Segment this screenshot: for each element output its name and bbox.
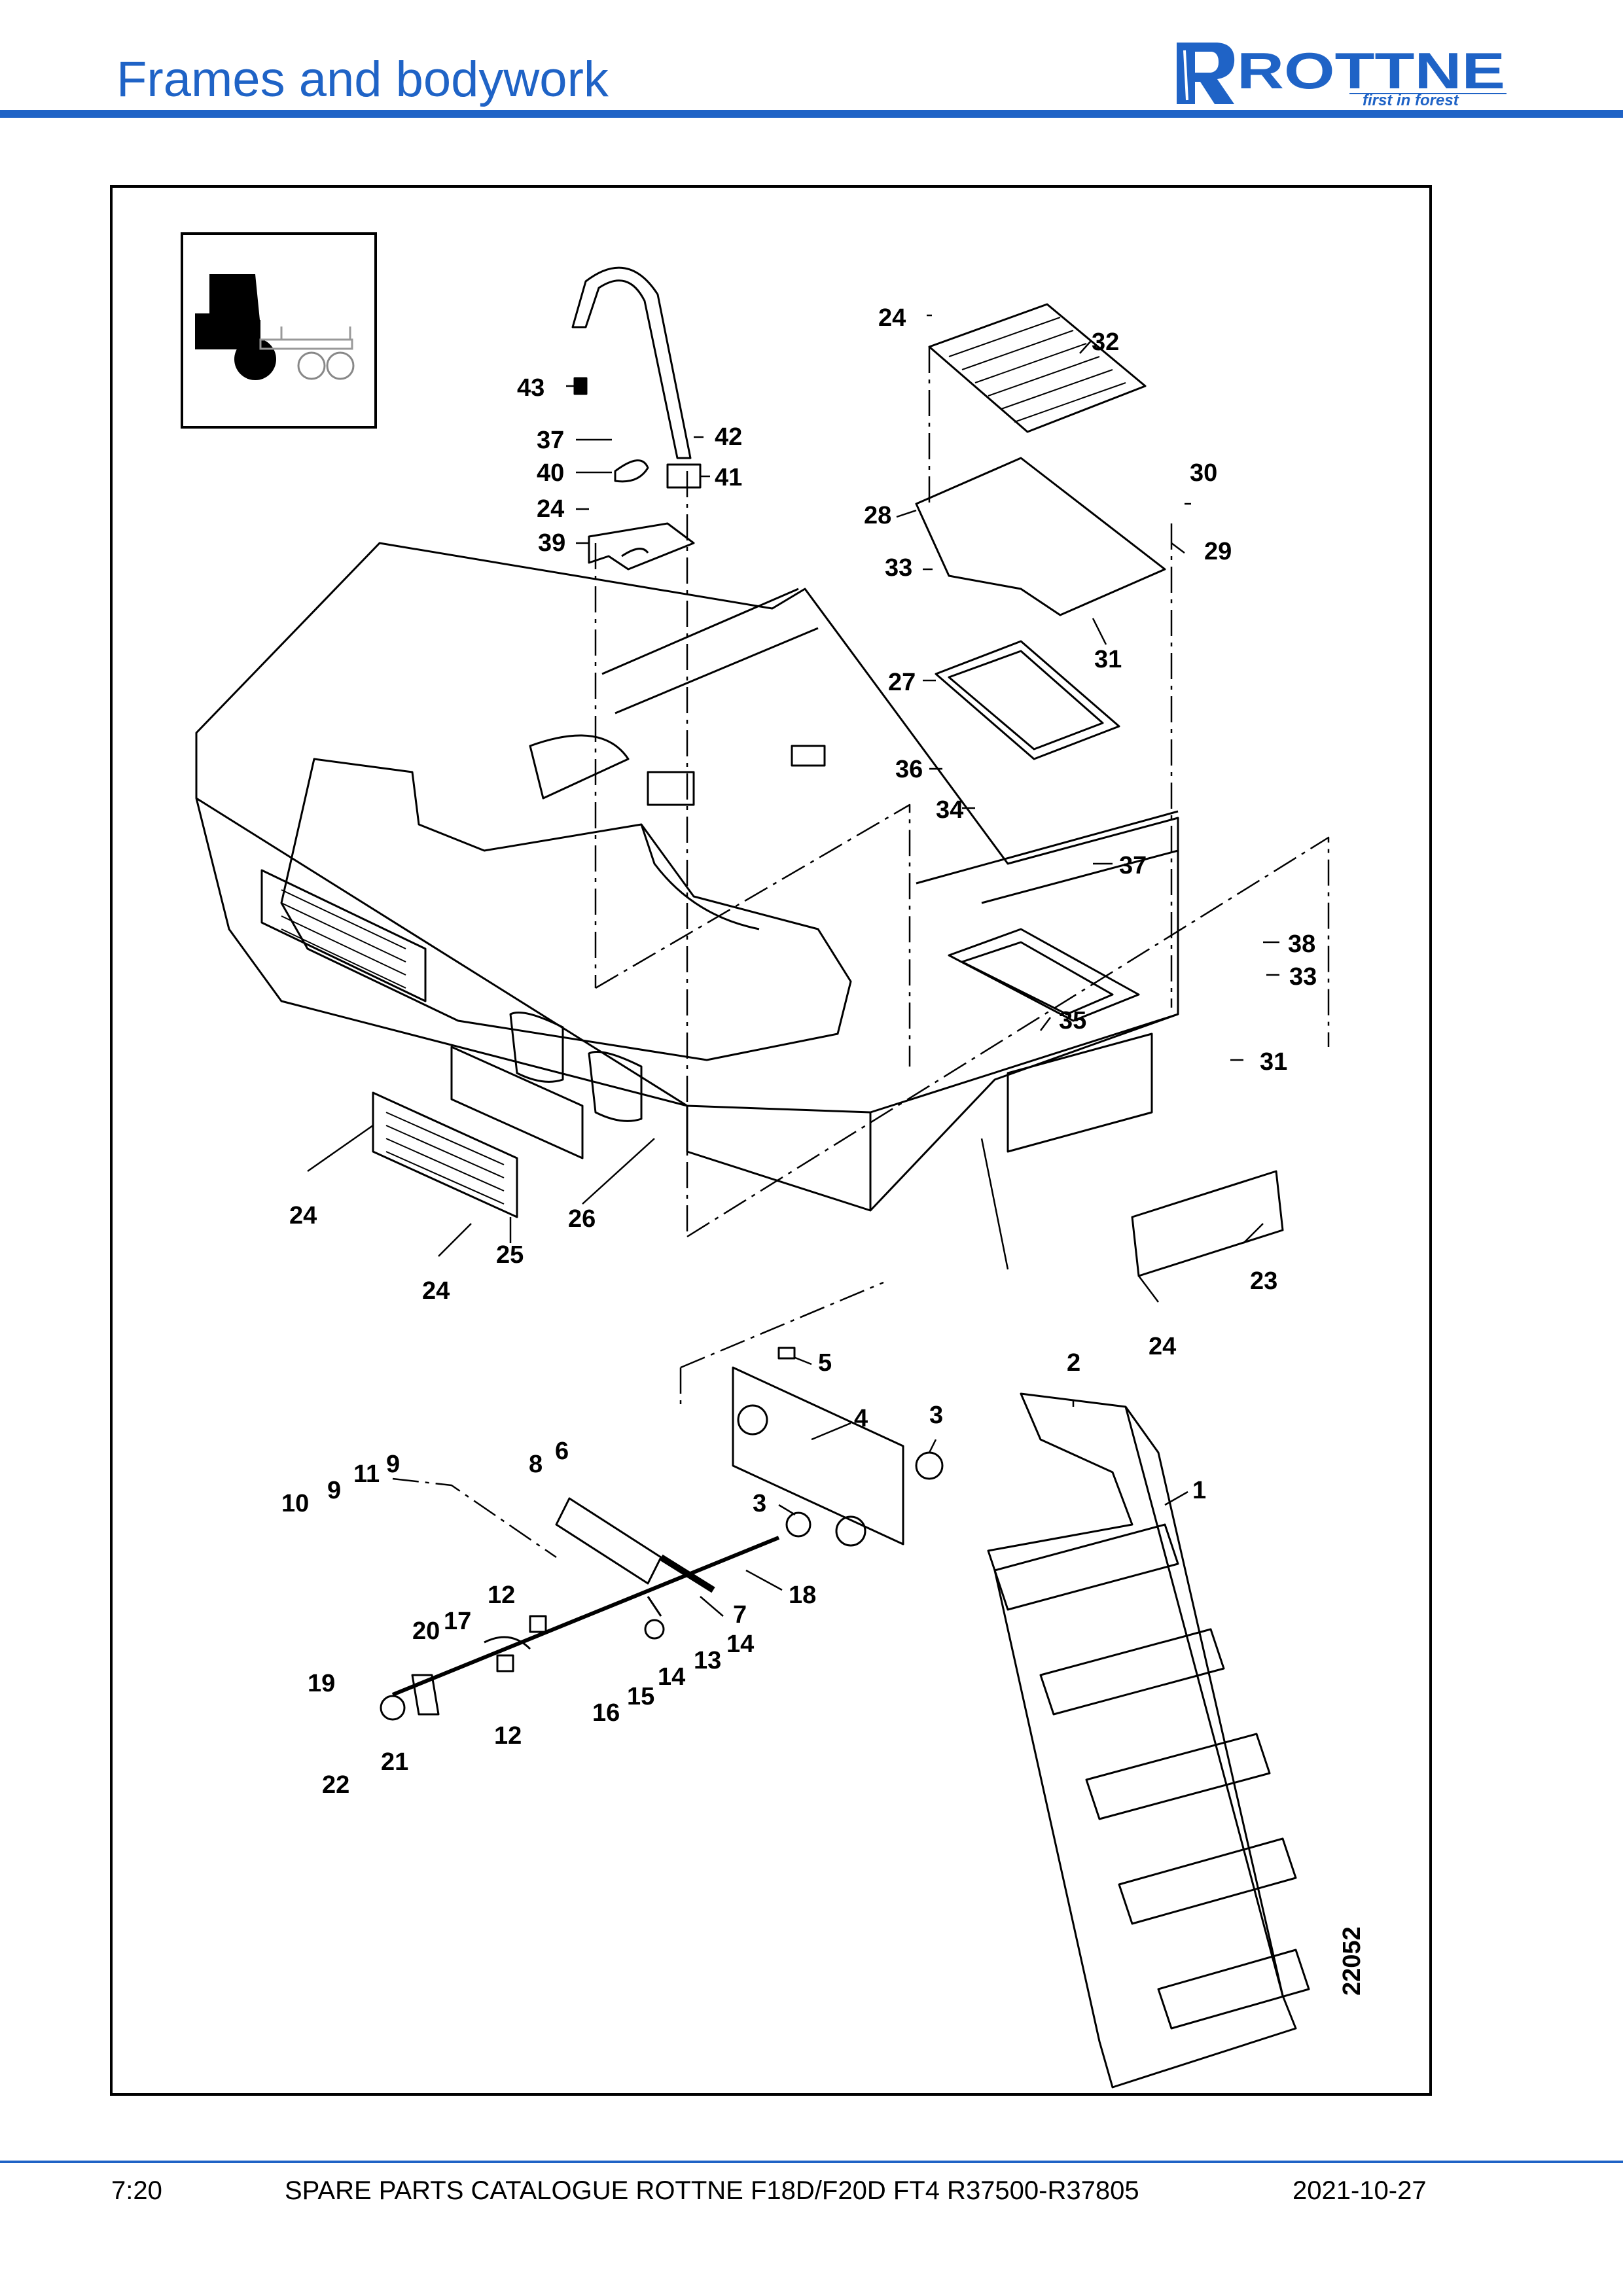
callout-5: 5 (818, 1349, 832, 1377)
axle-rod-18 (391, 1536, 780, 1697)
callout-3: 3 (929, 1402, 943, 1429)
callout-13: 13 (694, 1647, 721, 1674)
callout-leaders (307, 314, 1279, 1617)
page-title: Frames and bodywork (116, 52, 609, 107)
callout-16: 16 (592, 1699, 620, 1727)
assembly-guide-lines (392, 347, 1330, 1559)
callout-41: 41 (715, 464, 742, 491)
callout-24: 24 (1149, 1333, 1176, 1360)
callout-43: 43 (517, 374, 544, 402)
callout-33: 33 (1289, 963, 1317, 991)
step-grating-32 (928, 303, 1147, 433)
callout-24: 24 (289, 1202, 317, 1229)
callout-37: 37 (1119, 852, 1147, 879)
footer-date: 2021-10-27 (1293, 2176, 1427, 2205)
cover-28 (915, 457, 1166, 616)
callout-31: 31 (1094, 646, 1122, 673)
forwarder-icon (195, 274, 355, 380)
callout-14: 14 (726, 1631, 754, 1658)
cover-plate-23 (1131, 1170, 1284, 1277)
callout-labels: 1 2 3 3 4 5 6 7 8 9 9 10 11 12 12 13 14 … (281, 304, 1317, 1799)
header-rule (0, 110, 1623, 118)
callout-21: 21 (381, 1748, 408, 1776)
callout-9: 9 (386, 1451, 400, 1478)
callout-1: 1 (1192, 1477, 1206, 1504)
callout-31: 31 (1260, 1048, 1287, 1076)
callout-22: 22 (322, 1771, 349, 1799)
callout-29: 29 (1204, 538, 1232, 565)
logo-tagline: first in forest (1363, 92, 1459, 108)
seal-frame-27 (935, 640, 1120, 760)
callout-3: 3 (753, 1490, 766, 1517)
callout-32: 32 (1092, 328, 1119, 356)
callout-34: 34 (936, 796, 963, 824)
footer-page-number: 7:20 (111, 2176, 162, 2205)
footer-catalogue-title: SPARE PARTS CATALOGUE ROTTNE F18D/F20D F… (285, 2176, 1139, 2205)
callout-6: 6 (555, 1438, 569, 1465)
callout-19: 19 (308, 1670, 335, 1697)
callout-24: 24 (422, 1277, 450, 1305)
callout-9: 9 (327, 1477, 341, 1504)
callout-8: 8 (529, 1451, 543, 1478)
callout-28: 28 (864, 502, 891, 529)
callout-40: 40 (537, 459, 564, 487)
diagram-frame (110, 185, 1432, 2096)
step-opening-box (948, 928, 1153, 1153)
callout-23: 23 (1250, 1267, 1277, 1295)
step-ladder-1 (987, 1392, 1310, 2089)
footer-rule (0, 2161, 1623, 2163)
front-frame-body (195, 542, 1179, 1212)
callout-27: 27 (888, 669, 916, 696)
callout-36: 36 (895, 756, 923, 783)
callout-15: 15 (627, 1683, 654, 1710)
callout-18: 18 (789, 1581, 816, 1609)
callout-33: 33 (885, 554, 912, 582)
callout-12: 12 (494, 1722, 522, 1750)
callout-14: 14 (658, 1663, 685, 1691)
bracket-39 (588, 522, 695, 571)
drawing-number: 22052 (1338, 1926, 1366, 1996)
callout-25: 25 (496, 1241, 524, 1269)
frame-side-openings (509, 1012, 643, 1122)
callout-11: 11 (353, 1460, 380, 1488)
callout-37: 37 (537, 427, 564, 454)
handrail (571, 266, 692, 459)
machine-location-thumbnail (181, 232, 377, 429)
callout-20: 20 (412, 1617, 440, 1645)
callout-38: 38 (1288, 930, 1315, 958)
callout-24: 24 (537, 495, 564, 523)
callout-39: 39 (538, 529, 565, 557)
grille-25 (372, 1091, 518, 1218)
callout-24: 24 (878, 304, 906, 332)
callout-35: 35 (1059, 1007, 1086, 1034)
plate-40 (614, 459, 649, 483)
callout-7: 7 (733, 1601, 747, 1629)
logo-wordmark: ROTTNE (1237, 42, 1505, 99)
rottne-logo-mark (1177, 43, 1235, 104)
callout-42: 42 (715, 423, 742, 451)
callout-30: 30 (1190, 459, 1217, 487)
damper-6 (555, 1497, 662, 1585)
bracket-41 (666, 463, 702, 489)
callout-4: 4 (854, 1405, 868, 1432)
cover-plate-26 (450, 1046, 584, 1159)
mounting-plate-4 (732, 1366, 904, 1545)
handrail-grip-cap (573, 377, 588, 395)
rottne-logo: ROTTNE first in forest (1177, 42, 1507, 108)
callout-26: 26 (568, 1205, 596, 1233)
callout-17: 17 (444, 1608, 471, 1635)
callout-10: 10 (281, 1490, 309, 1517)
callout-2: 2 (1067, 1349, 1080, 1377)
frame-side-grille (260, 869, 427, 1002)
callout-12: 12 (488, 1581, 515, 1609)
